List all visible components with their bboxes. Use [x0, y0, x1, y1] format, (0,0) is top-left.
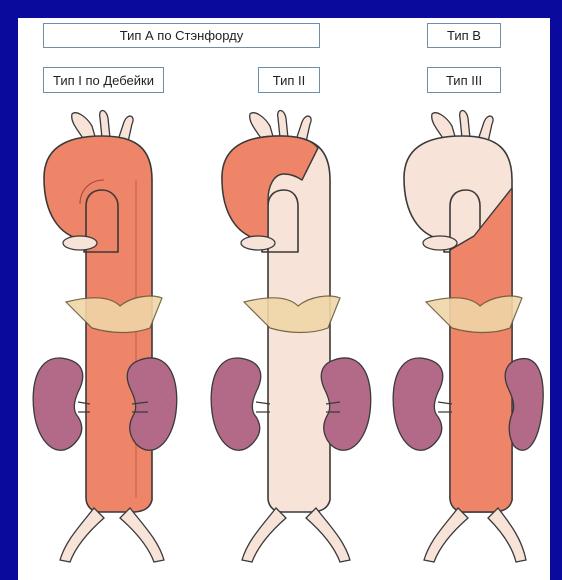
aorta-type-2 [211, 111, 371, 563]
aorta-type-3 [393, 111, 543, 563]
aorta-type-1 [33, 111, 177, 563]
